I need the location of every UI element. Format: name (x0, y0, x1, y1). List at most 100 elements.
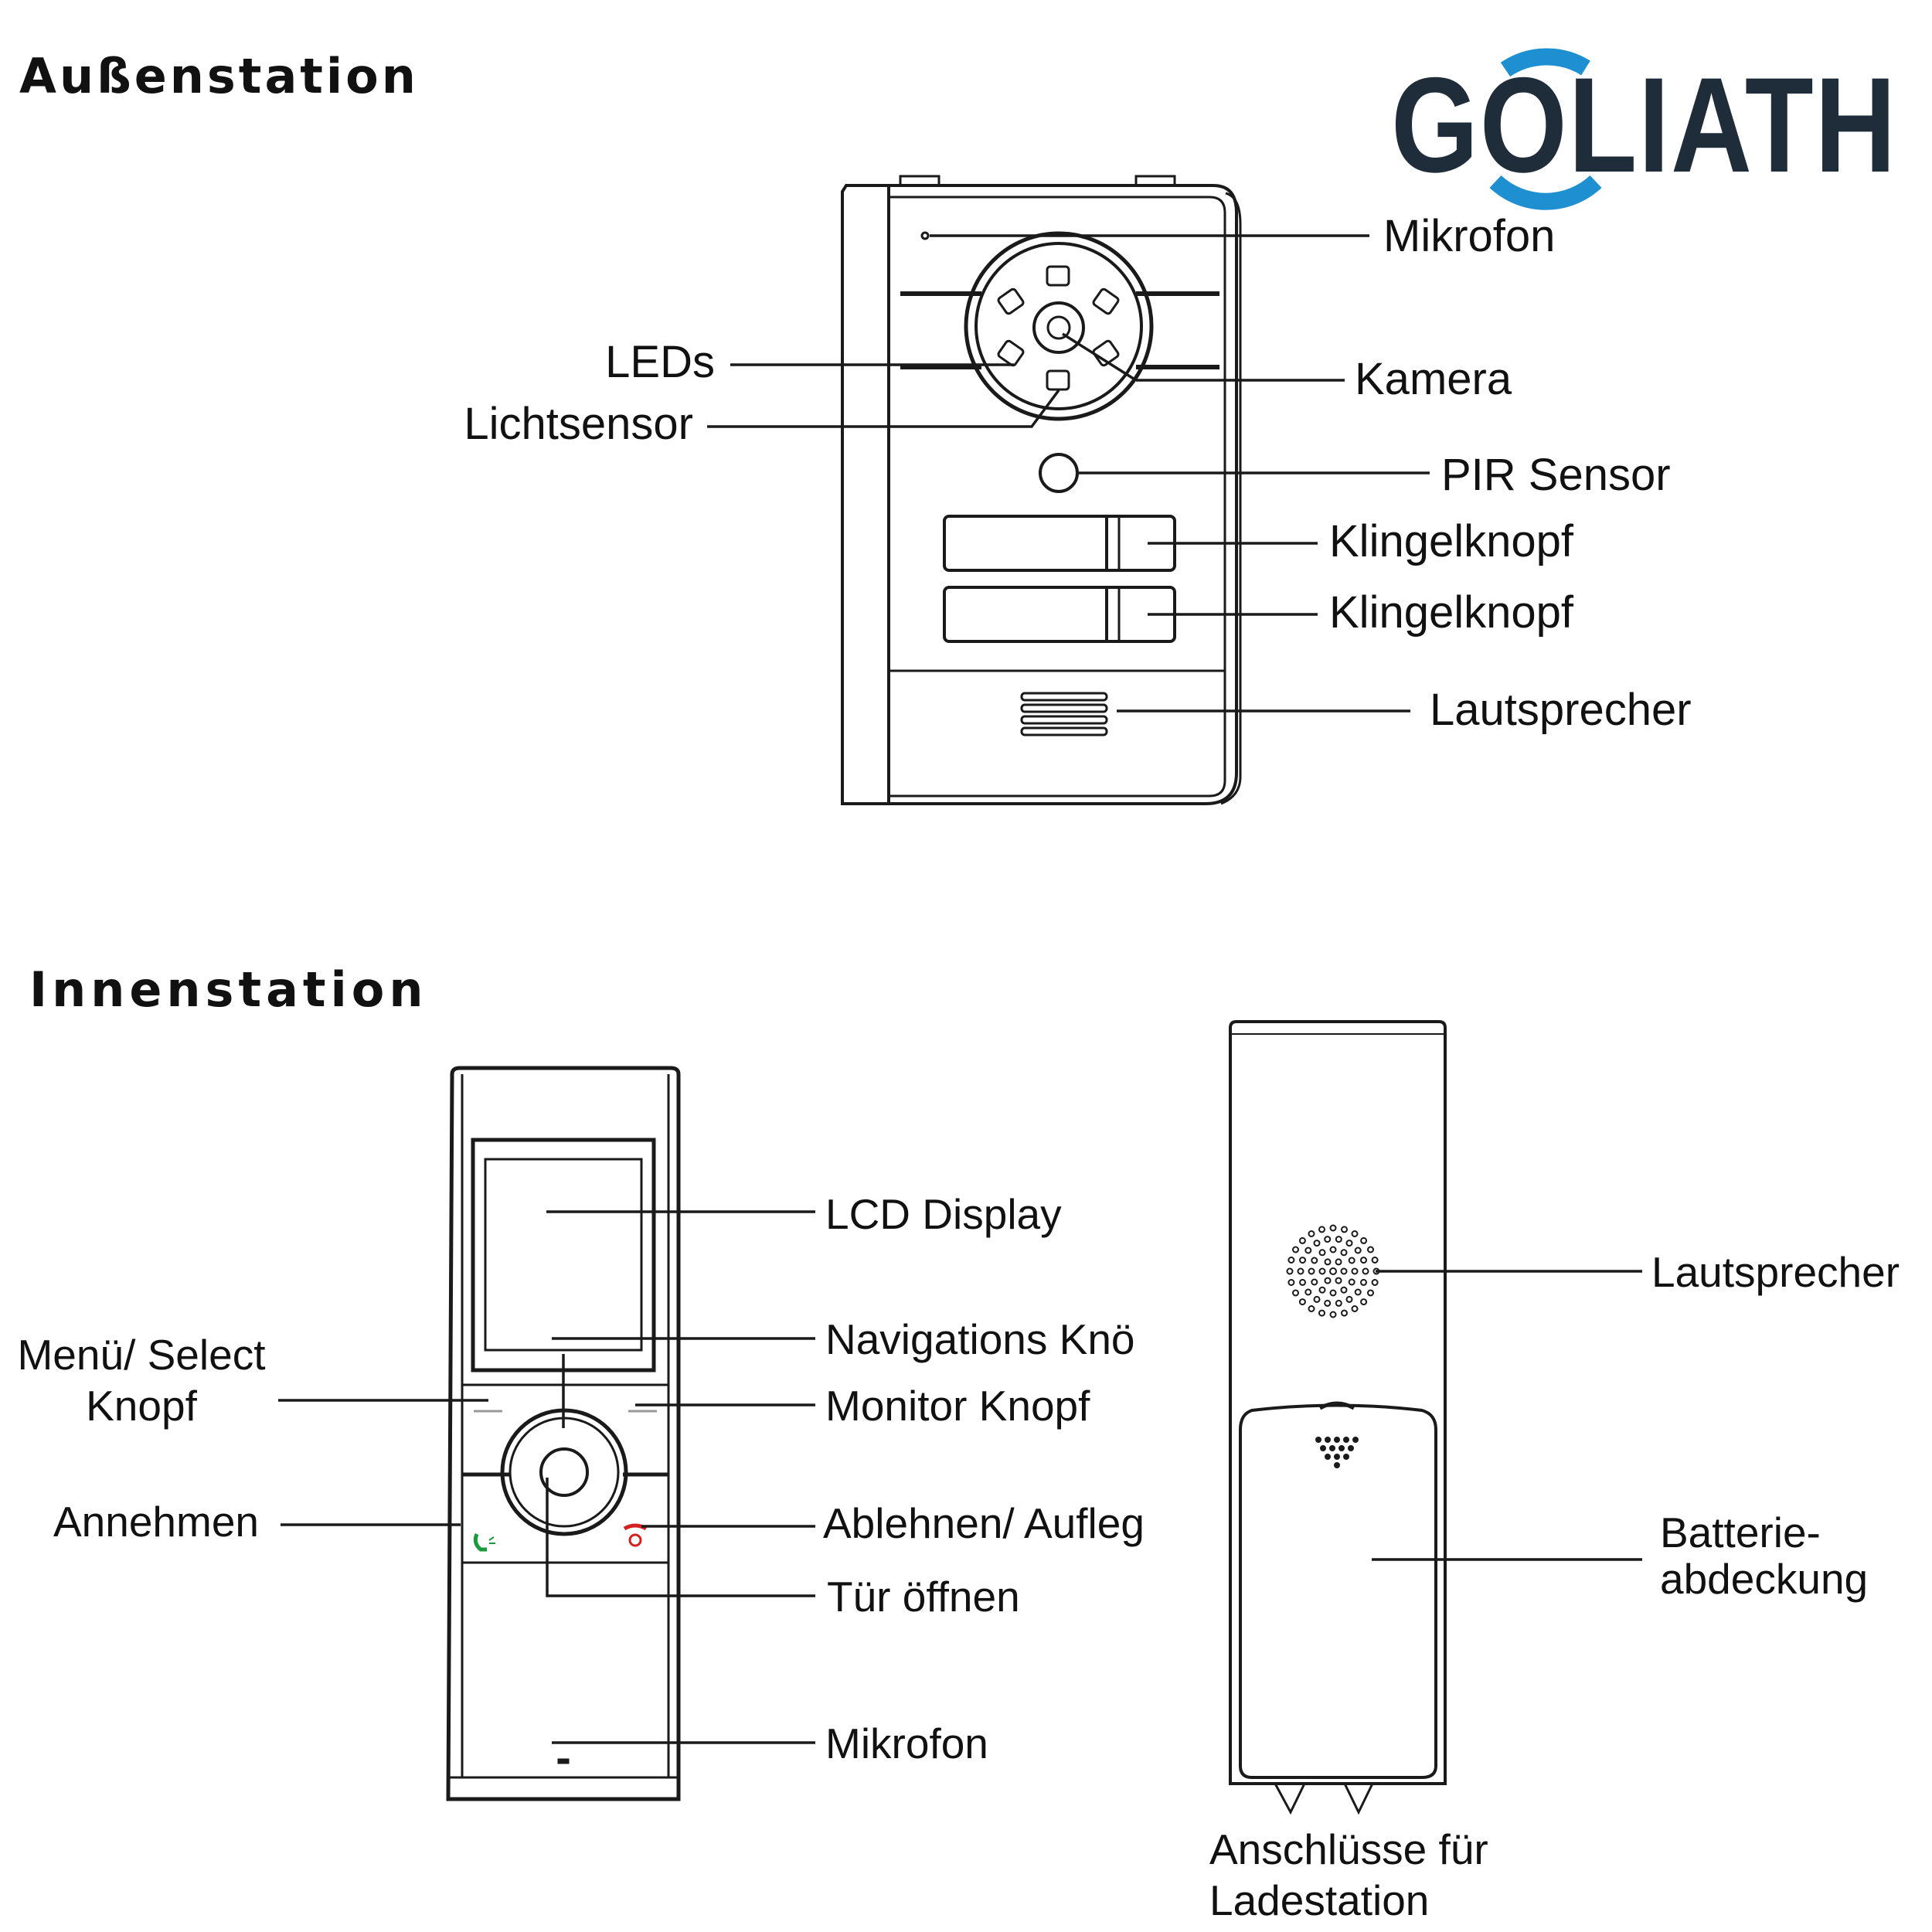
charging-contact (1274, 1783, 1306, 1815)
grille-hole (1324, 1236, 1332, 1243)
door-open-button (539, 1447, 589, 1497)
grille-hole (1304, 1247, 1312, 1254)
grille-hole (1292, 1246, 1299, 1253)
camera-module (964, 231, 1154, 421)
grille-hole (1360, 1257, 1367, 1264)
grille-hole (1324, 1299, 1332, 1307)
label-lcd-display: LCD Display (825, 1190, 1062, 1238)
navigation-ring (500, 1408, 628, 1536)
label-batterie-1: Batterie- (1660, 1509, 1821, 1556)
grille-hole (1351, 1230, 1359, 1237)
grille-hole (1329, 1267, 1337, 1275)
grille-hole (1360, 1278, 1367, 1286)
grille-hole (1340, 1286, 1348, 1294)
grille-hole (1318, 1226, 1325, 1233)
grille-hole (1335, 1236, 1342, 1243)
grille-hole (1308, 1267, 1315, 1275)
grille-hole (1318, 1309, 1325, 1317)
label-tuer-oeffnen: Tür öffnen (827, 1573, 1020, 1621)
logo-text: GOLIATH (1391, 50, 1897, 201)
grille-hole (1351, 1267, 1359, 1275)
grille-hole (1360, 1298, 1368, 1306)
label-anschluesse-1: Anschlüsse für (1209, 1825, 1488, 1873)
grille-hole (1348, 1278, 1355, 1286)
grille-hole (1351, 1305, 1359, 1312)
handset-microphone (557, 1758, 570, 1764)
grille-hole (1335, 1277, 1342, 1284)
speaker-slot (1020, 715, 1108, 725)
grille-hole (1311, 1278, 1318, 1286)
grille-hole (1318, 1249, 1326, 1257)
grille-hole (1298, 1236, 1306, 1244)
grille-hole (1335, 1299, 1342, 1307)
grille-hole (1318, 1267, 1326, 1275)
grille-hole (1341, 1309, 1348, 1317)
led (997, 339, 1025, 367)
grille-hole (1311, 1257, 1318, 1264)
grille-hole (1304, 1288, 1312, 1296)
grille-hole (1299, 1257, 1306, 1264)
grille-hole (1348, 1257, 1355, 1264)
led (1092, 287, 1120, 315)
label-lautsprecher-outdoor: Lautsprecher (1430, 685, 1692, 735)
led (1092, 339, 1120, 367)
grille-hole (1340, 1267, 1348, 1275)
accept-call-icon (473, 1533, 487, 1552)
indoor-leaders (278, 1210, 815, 1744)
grille-hole (1371, 1257, 1379, 1264)
label-menu-select-1: Menü/ Select (17, 1331, 265, 1379)
grille-hole (1367, 1246, 1374, 1253)
grille-hole (1354, 1288, 1362, 1296)
grille-hole (1287, 1279, 1295, 1286)
logo-ring-top (1500, 48, 1590, 77)
outdoor-leaders (707, 234, 1430, 713)
grille-hole (1308, 1305, 1315, 1312)
grille-hole (1362, 1267, 1369, 1275)
grille-hole (1297, 1267, 1304, 1275)
label-klingelknopf-1: Klingelknopf (1329, 516, 1574, 566)
battery-cover-latch (1318, 1401, 1355, 1410)
label-klingelknopf-2: Klingelknopf (1329, 587, 1574, 638)
grille-hole (1324, 1258, 1332, 1266)
camera-lens (1032, 301, 1085, 354)
grille-hole (1329, 1289, 1337, 1297)
led (1046, 265, 1070, 287)
label-pir-sensor: PIR Sensor (1441, 450, 1671, 500)
speaker-slot (1020, 703, 1108, 713)
battery-cover (1239, 1403, 1437, 1779)
section-title-outdoor: Außenstation (19, 48, 419, 104)
grille-hole (1313, 1240, 1321, 1247)
label-leds: LEDs (605, 337, 715, 387)
grille-hole (1318, 1286, 1326, 1294)
battery-cover-vent (1315, 1437, 1359, 1468)
grille-hole (1329, 1224, 1337, 1232)
label-mikrofon-indoor: Mikrofon (825, 1719, 988, 1767)
grille-hole (1313, 1295, 1321, 1303)
label-anschluesse-2: Ladestation (1209, 1876, 1429, 1924)
label-lautsprecher-back: Lautsprecher (1651, 1248, 1900, 1296)
handset-back-body (1229, 1020, 1447, 1785)
handset-body (446, 1066, 681, 1801)
grille-hole (1329, 1246, 1337, 1253)
speaker-slot (1020, 692, 1108, 702)
reject-call-icon (623, 1523, 648, 1531)
label-annehmen: Annehmen (53, 1498, 259, 1546)
logo-ring-bottom (1489, 175, 1602, 210)
section-title-indoor: Innenstation (29, 961, 428, 1018)
grille-hole (1360, 1236, 1368, 1244)
grille-hole (1292, 1289, 1299, 1297)
led (997, 287, 1025, 315)
label-kamera: Kamera (1355, 354, 1512, 404)
speaker-slot (1020, 726, 1108, 736)
grille-hole (1371, 1279, 1379, 1286)
label-ablehnen-auflegen: Ablehnen/ Aufleg (823, 1499, 1145, 1547)
light-sensor (1046, 369, 1070, 391)
speaker-grille (1286, 1224, 1380, 1318)
bell-button-2 (943, 586, 1176, 643)
goliath-logo: GOLIATH (1391, 48, 1897, 210)
label-menu-select-2: Knopf (86, 1382, 197, 1430)
grille-hole (1308, 1230, 1315, 1237)
grille-hole (1287, 1257, 1295, 1264)
grille-hole (1335, 1258, 1342, 1266)
